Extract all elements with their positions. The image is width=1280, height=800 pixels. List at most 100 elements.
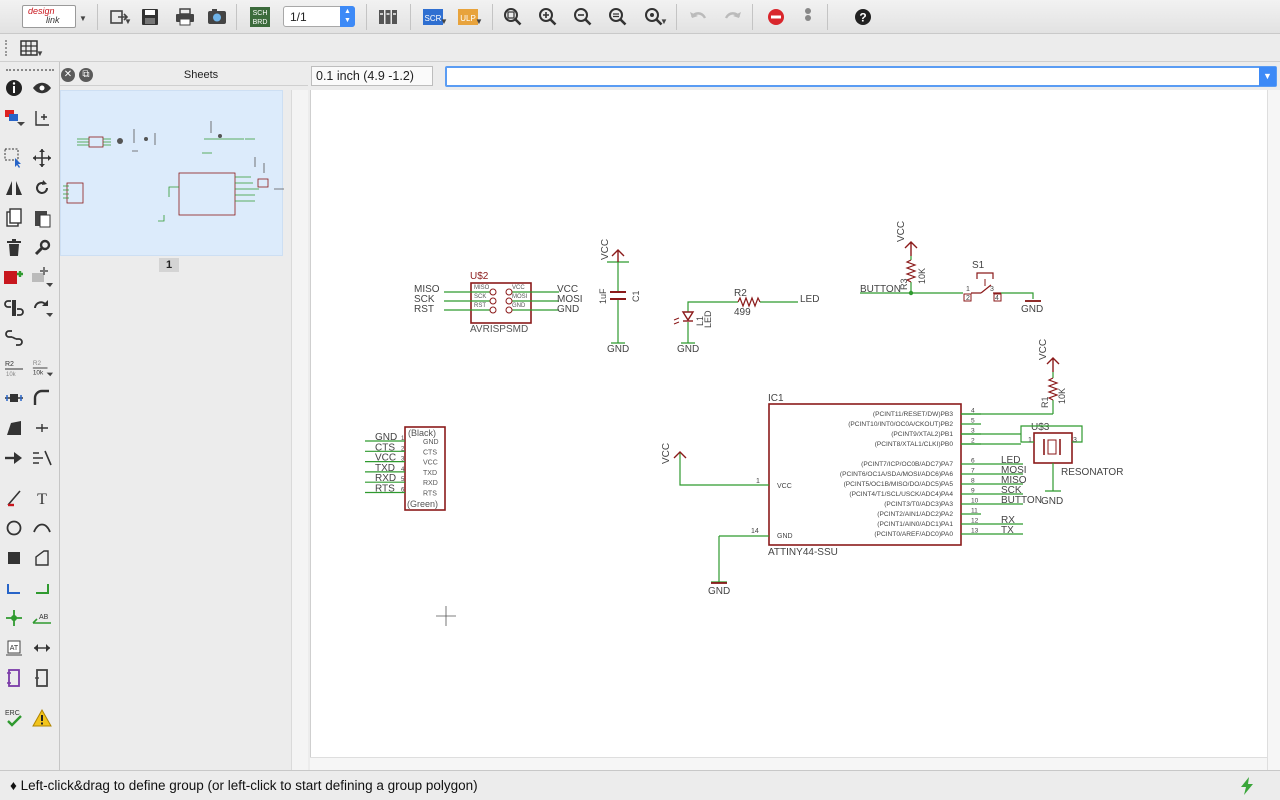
- open-icon[interactable]: [107, 5, 131, 29]
- undo-icon[interactable]: [686, 5, 710, 29]
- script-icon[interactable]: SCR: [421, 5, 445, 29]
- grid-dropdown-icon[interactable]: ▼: [36, 49, 44, 58]
- resistor-r3[interactable]: VCC R3 10K BUTTON: [860, 221, 963, 296]
- erc-icon[interactable]: ERC: [3, 707, 25, 729]
- gate-swap-icon[interactable]: [3, 297, 25, 319]
- canvas-vertical-scrollbar[interactable]: [1267, 90, 1280, 770]
- resonator-u3[interactable]: U$3 1 3 RESONATOR GND: [961, 422, 1123, 507]
- split-icon[interactable]: [3, 417, 25, 439]
- close-panel-icon[interactable]: ✕: [61, 68, 75, 82]
- move-icon[interactable]: [31, 147, 53, 169]
- command-history-dropdown-icon[interactable]: ▼: [1259, 67, 1276, 86]
- canvas-horizontal-scrollbar[interactable]: [310, 757, 1267, 770]
- sheet-number-label[interactable]: 1: [159, 258, 179, 272]
- stop-icon[interactable]: [764, 5, 788, 29]
- change-icon[interactable]: [31, 237, 53, 259]
- optimize-icon[interactable]: [31, 417, 53, 439]
- warning-icon[interactable]: [31, 707, 53, 729]
- route-icon[interactable]: [3, 447, 25, 469]
- miter-icon[interactable]: [31, 387, 53, 409]
- cam-processor-icon[interactable]: [205, 5, 229, 29]
- delete-icon[interactable]: [3, 237, 25, 259]
- schematic-drawing[interactable]: U$2 MISO SCK RST VCC MOSI GND MISO SCK: [311, 90, 1268, 757]
- sheet-thumbnail[interactable]: [60, 90, 284, 256]
- switch-s1[interactable]: S1 1 2 3 4 GND: [963, 260, 1043, 315]
- zoom-in-icon[interactable]: [536, 5, 560, 29]
- ic1-name: IC1: [768, 393, 784, 404]
- zoom-dropdown-icon[interactable]: ▼: [660, 17, 668, 26]
- crosshair-cursor: [436, 606, 456, 626]
- copy-icon[interactable]: [3, 207, 25, 229]
- invoke-icon[interactable]: [3, 327, 25, 349]
- circle-icon[interactable]: [3, 517, 25, 539]
- rect-icon[interactable]: [3, 547, 25, 569]
- schematic-canvas[interactable]: U$2 MISO SCK RST VCC MOSI GND MISO SCK: [310, 90, 1267, 757]
- zoom-fit-icon[interactable]: [501, 5, 525, 29]
- mcu-ic1[interactable]: IC1 ATTINY44-SSU VCC GND 1 14 VCC GND (P…: [661, 393, 1042, 597]
- rotate-icon[interactable]: [31, 177, 53, 199]
- designlink-logo[interactable]: design link: [22, 5, 76, 28]
- script-dropdown-icon[interactable]: ▼: [440, 17, 448, 26]
- command-input[interactable]: [447, 68, 1247, 85]
- wire-icon[interactable]: [3, 487, 25, 509]
- pin-swap-icon[interactable]: [31, 297, 53, 319]
- group-icon[interactable]: [3, 147, 25, 169]
- label-icon[interactable]: AB: [31, 607, 53, 629]
- attribute-icon[interactable]: AT: [3, 637, 25, 659]
- mark-icon[interactable]: [31, 107, 53, 129]
- sheet-select[interactable]: 1/1 ▲▼: [283, 6, 355, 27]
- replace-icon[interactable]: [31, 267, 53, 289]
- capacitor-c1[interactable]: VCC 1uF C1 GND: [598, 239, 641, 355]
- junction-icon[interactable]: [3, 607, 25, 629]
- bus-icon[interactable]: [31, 577, 53, 599]
- redo-icon[interactable]: [721, 5, 745, 29]
- layer-display-icon[interactable]: [3, 107, 25, 129]
- polygon-icon[interactable]: [31, 547, 53, 569]
- ripup-icon[interactable]: [31, 447, 53, 469]
- add-part-icon[interactable]: [3, 267, 25, 289]
- zoom-redraw-icon[interactable]: [606, 5, 630, 29]
- ftdi-pin-number: 5: [401, 477, 405, 483]
- isp-connector[interactable]: U$2 MISO SCK RST VCC MOSI GND MISO SCK: [414, 271, 583, 335]
- lightning-icon[interactable]: [1240, 777, 1254, 798]
- float-panel-icon[interactable]: ⧉: [79, 68, 93, 82]
- net-icon[interactable]: [3, 577, 25, 599]
- library-icon[interactable]: [376, 5, 400, 29]
- sheets-scrollbar[interactable]: [291, 90, 308, 770]
- grid-icon[interactable]: [18, 36, 42, 60]
- paste-icon[interactable]: [31, 207, 53, 229]
- show-icon[interactable]: [31, 77, 53, 99]
- zoom-out-icon[interactable]: [571, 5, 595, 29]
- ulp-icon[interactable]: ULP: [456, 5, 480, 29]
- dimension-icon[interactable]: [31, 637, 53, 659]
- ulp-dropdown-icon[interactable]: ▼: [475, 17, 483, 26]
- status-message: ♦ Left-click&drag to define group (or le…: [10, 778, 478, 793]
- parameter-toolbar: ▼: [0, 34, 1280, 62]
- isp-net-vcc: VCC: [557, 284, 578, 295]
- frame-icon[interactable]: [3, 667, 25, 689]
- info-icon[interactable]: [3, 77, 25, 99]
- text-icon[interactable]: T: [31, 487, 53, 509]
- resistor-r1[interactable]: VCC R1 10K: [961, 339, 1067, 415]
- command-line[interactable]: ▼: [445, 66, 1277, 87]
- arc-icon[interactable]: [31, 517, 53, 539]
- smash-icon[interactable]: [3, 387, 25, 409]
- resistor-r2[interactable]: R2 499 LED: [722, 288, 819, 318]
- ic1-pin-number: 5: [971, 418, 975, 425]
- logo-dropdown-icon[interactable]: ▼: [79, 14, 87, 23]
- help-icon[interactable]: ?: [851, 5, 875, 29]
- sheet-spinner-icon[interactable]: ▲▼: [340, 6, 355, 27]
- led-l1[interactable]: L1 LED GND: [673, 301, 722, 355]
- open-dropdown-icon[interactable]: ▼: [124, 17, 132, 26]
- save-icon[interactable]: [138, 5, 162, 29]
- mirror-icon[interactable]: [3, 177, 25, 199]
- print-icon[interactable]: [173, 5, 197, 29]
- ftdi-net-label: RTS: [375, 484, 395, 495]
- zoom-select-icon[interactable]: [642, 5, 666, 29]
- module-icon[interactable]: [31, 667, 53, 689]
- go-icon[interactable]: [796, 5, 820, 29]
